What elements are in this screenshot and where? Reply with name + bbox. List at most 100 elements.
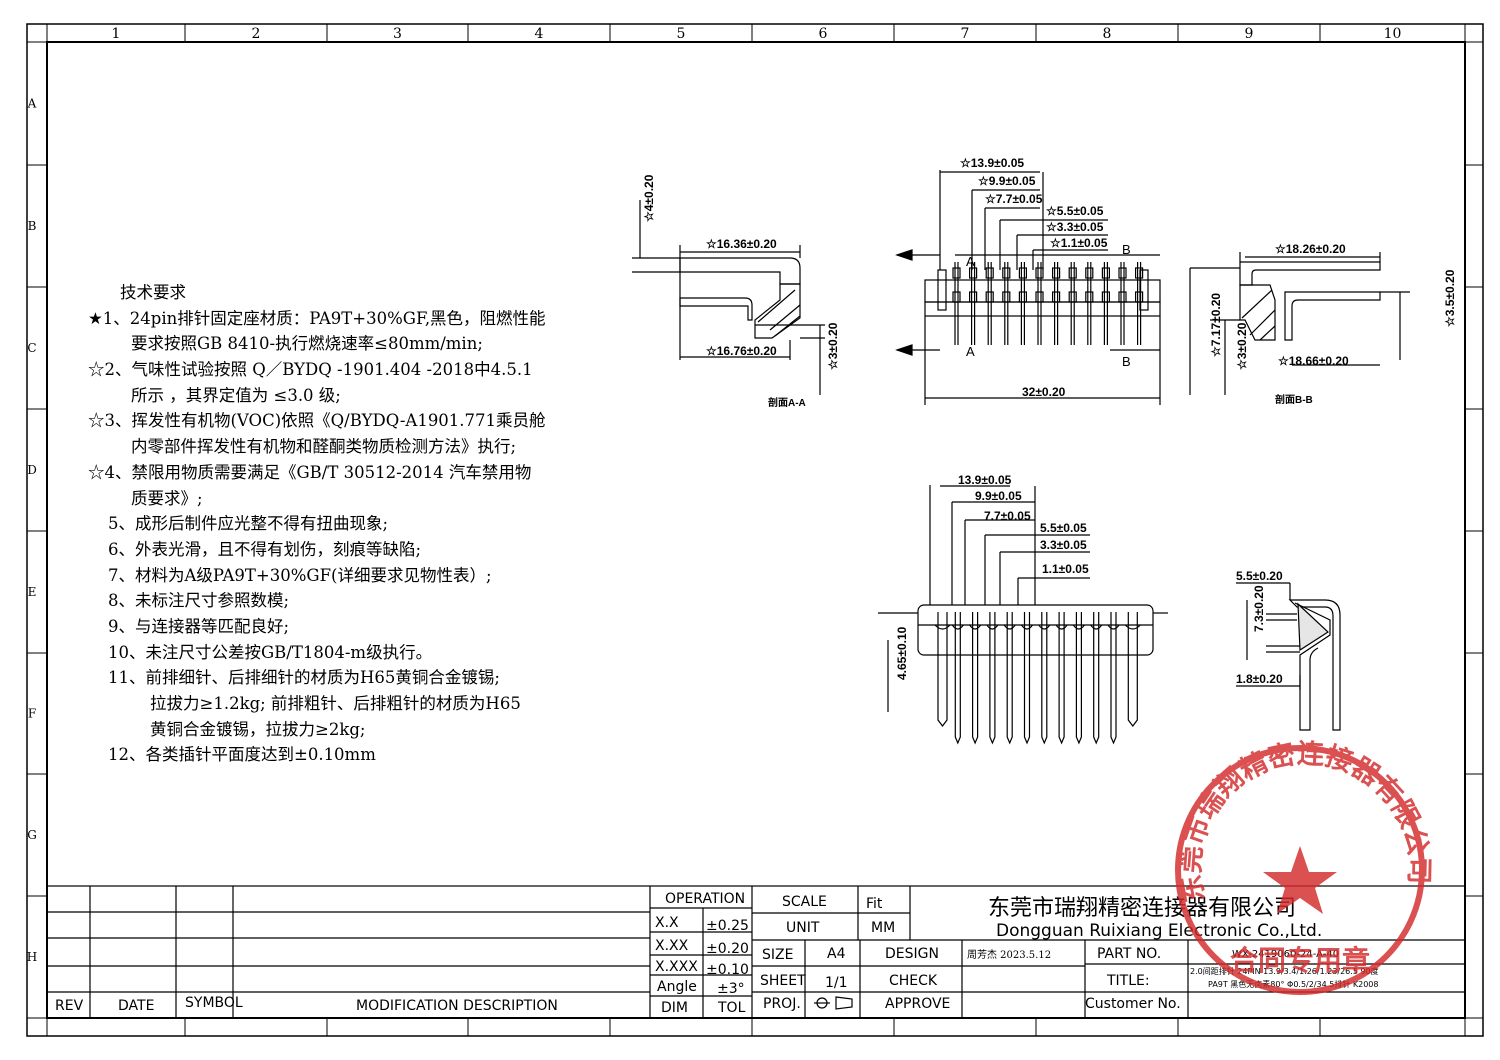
- note-line: 6、外表光滑，且不得有划伤，刻痕等缺陷;: [108, 539, 422, 559]
- tol-row-angle: Angle: [657, 979, 697, 995]
- company-name-en: Dongguan Ruixiang Electronic Co.,Ltd.: [996, 921, 1322, 941]
- front-pin-head: [1085, 291, 1094, 303]
- marker-b-top: B: [1122, 242, 1131, 257]
- bottom-pin-notch: [1107, 624, 1120, 630]
- dim-aa-16-76: ☆16.76±0.20: [706, 344, 777, 358]
- dim-bottom-1-1: 1.1±0.05: [1042, 562, 1089, 576]
- note-line: 黄铜合金镀锡，拉拔力≥2kg;: [150, 719, 366, 739]
- front-pin-head: [985, 267, 994, 279]
- tol-row-xxxx-value: ±0.10: [706, 962, 749, 978]
- front-pin-head: [1035, 291, 1044, 303]
- dim-bottom-5-5: 5.5±0.05: [1040, 521, 1087, 535]
- front-pin-head: [968, 291, 978, 303]
- proj-label: PROJ.: [763, 996, 801, 1012]
- front-pin-head: [1101, 291, 1111, 303]
- side-view-dims: 5.5±0.20 7.3±0.20 1.8±0.20: [1236, 569, 1283, 686]
- marker-b-bottom: B: [1122, 354, 1131, 369]
- column-label: 7: [961, 26, 970, 42]
- bottom-pin: [954, 612, 961, 745]
- seal-star-icon: [1263, 846, 1337, 914]
- tol-row-xxxx: X.XXX: [655, 959, 698, 975]
- bottom-pin: [1110, 612, 1117, 745]
- dim-bottom-9-9: 9.9±0.05: [975, 489, 1022, 503]
- column-label: 3: [393, 26, 402, 42]
- unit-label: UNIT: [786, 920, 820, 936]
- bottom-pin-notch: [1124, 624, 1141, 630]
- section-bb-view: [1189, 252, 1410, 395]
- bottom-pin-notch: [969, 624, 982, 630]
- front-view: [895, 170, 1161, 405]
- bottom-pin: [1006, 612, 1013, 745]
- note-line: 10、未注尺寸公差按GB/T1804-m级执行。: [108, 642, 433, 662]
- row-label: F: [28, 707, 36, 721]
- note-line: 5、成形后制件应光整不得有扭曲现象;: [108, 514, 389, 534]
- projection-symbol: [814, 996, 853, 1010]
- title-block-text: REV DATE SYMBOL MODIFICATION DESCRIPTION…: [55, 891, 1379, 1016]
- tol-row-xxx-value: ±0.20: [706, 941, 749, 957]
- row-label: B: [28, 219, 37, 233]
- tol-row-xxx: X.XX: [655, 938, 689, 954]
- bottom-pin: [972, 612, 979, 745]
- rev-header: REV: [55, 998, 84, 1014]
- front-pin-head: [1134, 267, 1144, 279]
- dim-front-3-3: ☆3.3±0.05: [1046, 220, 1104, 234]
- note-line: 所示 ，其界定值为 ≤3.0 级;: [131, 385, 341, 405]
- front-pin-head: [952, 291, 961, 303]
- dim-bb-18-26: ☆18.26±0.20: [1275, 242, 1346, 256]
- column-label: 5: [677, 26, 686, 42]
- scale-value: Fit: [866, 896, 883, 912]
- dim-front-9-9: ☆9.9±0.05: [978, 174, 1036, 188]
- marker-a-bottom: A: [966, 344, 975, 359]
- check-label: CHECK: [889, 973, 938, 989]
- bottom-pin: [1041, 612, 1048, 745]
- title-line-2: PA9T 黑色无卤素80° Φ0.5/2/34.5排针 K2008: [1208, 979, 1379, 989]
- part-no-label: PART NO.: [1097, 946, 1161, 962]
- company-seal: 东莞市瑞翔精密连接器有限公司 合同专用章: [1175, 737, 1434, 995]
- section-aa-view: [632, 200, 825, 395]
- column-label: 4: [535, 26, 544, 42]
- column-label: 10: [1384, 26, 1402, 42]
- modification-header: MODIFICATION DESCRIPTION: [356, 998, 558, 1014]
- row-label: A: [27, 97, 37, 111]
- front-pin-head: [1085, 267, 1094, 279]
- label-section-aa: 剖面A-A: [768, 396, 806, 409]
- bottom-pin: [1058, 612, 1065, 745]
- side-view: [1236, 582, 1341, 731]
- dim-aa-16-36: ☆16.36±0.20: [706, 237, 777, 251]
- bottom-pin: [1093, 612, 1100, 745]
- dim-bb-7-17: ☆7.17±0.20: [1209, 293, 1223, 357]
- front-pin-head: [968, 267, 978, 279]
- dim-label: DIM: [661, 1000, 688, 1016]
- scale-label: SCALE: [782, 894, 827, 910]
- row-label: E: [28, 585, 37, 599]
- dim-front-1-1: ☆1.1±0.05: [1050, 236, 1108, 250]
- size-value: A4: [827, 946, 846, 962]
- title-block-lines: [46, 885, 1466, 1019]
- company-name-cn: 东莞市瑞翔精密连接器有限公司: [988, 896, 1296, 921]
- tol-row-xx: X.X: [655, 915, 679, 931]
- note-line: ★1、24pin排针固定座材质：PA9T+30%GF,黑色，阻燃性能: [88, 308, 546, 328]
- tol-row-angle-value: ±3°: [717, 981, 745, 997]
- column-label: 6: [819, 26, 828, 42]
- marker-a-top: A: [966, 254, 975, 269]
- column-label: 1: [112, 26, 121, 42]
- front-pin-head: [1101, 267, 1111, 279]
- dim-front-32: 32±0.20: [1022, 385, 1066, 399]
- label-section-bb: 剖面B-B: [1275, 393, 1313, 406]
- bottom-pin: [989, 612, 996, 745]
- bottom-pin-notch: [986, 624, 999, 630]
- dim-side-7-3: 7.3±0.20: [1252, 585, 1266, 632]
- bottom-pin: [1127, 612, 1138, 727]
- tol-row-xx-value: ±0.25: [706, 918, 749, 934]
- bottom-pin: [1075, 612, 1082, 745]
- dim-bottom-3-3: 3.3±0.05: [1040, 538, 1087, 552]
- dim-bottom-4-65: 4.65±0.10: [895, 626, 909, 680]
- dim-side-5-5: 5.5±0.20: [1236, 569, 1283, 583]
- front-pin-head: [952, 267, 961, 279]
- front-pin-head: [1051, 291, 1061, 303]
- dim-bottom-13-9: 13.9±0.05: [958, 473, 1012, 487]
- tol-label: TOL: [717, 1000, 746, 1016]
- note-line: ☆3、挥发性有机物(VOC)依照《Q/BYDQ-A1901.771乘员舱: [88, 411, 546, 431]
